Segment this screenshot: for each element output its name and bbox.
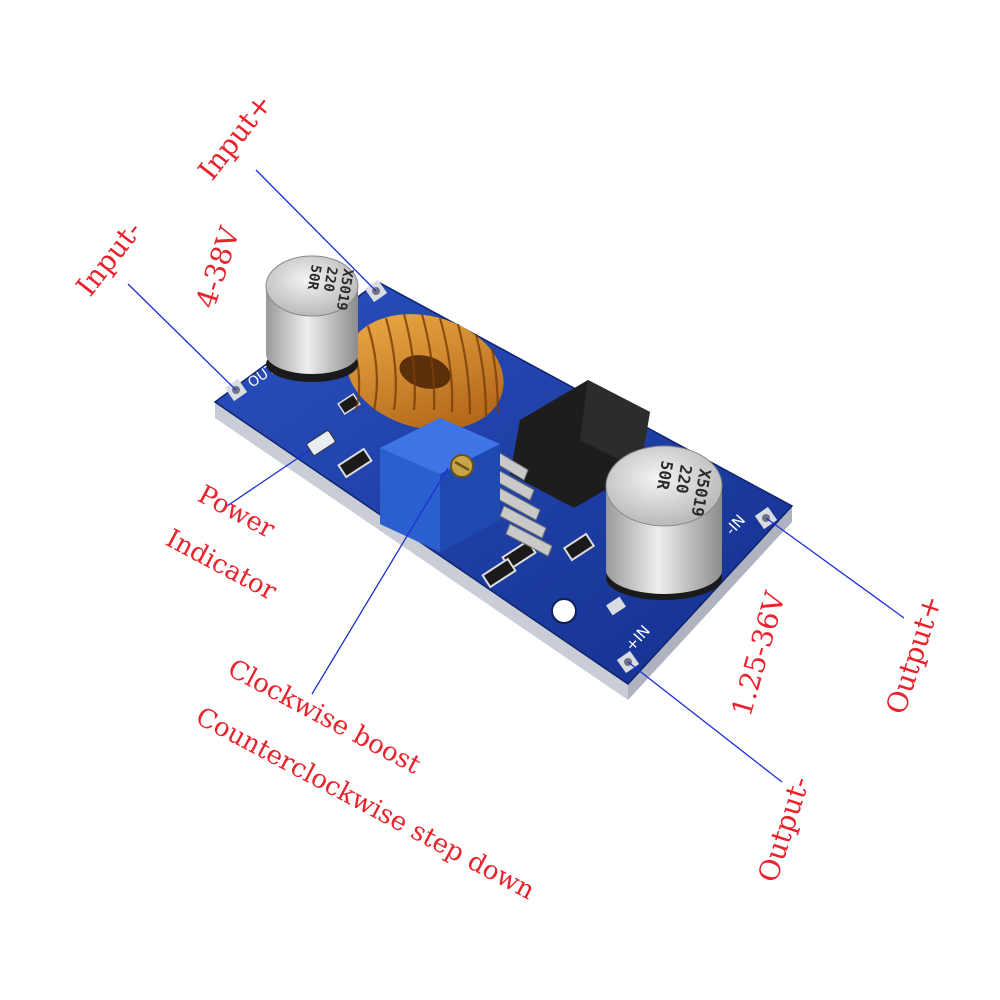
leader-power-indicator [223, 449, 311, 509]
cap-left-text-2: 220 [320, 265, 340, 293]
power-led [306, 430, 336, 456]
label-output-plus: Output+ [879, 591, 948, 718]
pcb-edge-right [628, 506, 792, 700]
label-input-plus: Input+ [192, 87, 279, 186]
cap-right-text-3: 50R [653, 459, 677, 491]
leader-input-plus [255, 169, 377, 292]
smd-cap-small [337, 393, 361, 415]
capacitor-right: X5019 220 50R [605, 445, 723, 600]
leader-input-minus [127, 283, 237, 391]
label-input-range: 4-38V [189, 222, 246, 312]
label-output-minus: Output- [751, 772, 816, 886]
smd-resistor-3 [481, 557, 517, 589]
cap-right-text-2: 220 [672, 463, 696, 495]
leader-output-minus [627, 661, 783, 783]
label-output-range: 1.25-36V [725, 587, 792, 720]
mounting-hole [551, 598, 577, 624]
label-input-minus: Input- [70, 214, 149, 302]
cap-left-text-3: 50R [304, 263, 324, 291]
capacitor-left: X5019 220 50R [265, 255, 359, 382]
smd-cap-small-2 [606, 596, 626, 616]
cap-left-text-1: X5019 [333, 267, 356, 311]
inductor-coil [346, 313, 504, 430]
smd-diode [562, 532, 596, 562]
leader-potentiometer [311, 467, 449, 695]
smd-resistor-1 [337, 447, 373, 479]
leader-output-plus [765, 517, 905, 619]
pcb-edge [215, 402, 628, 700]
potentiometer [380, 418, 500, 552]
label-power: Power [193, 480, 280, 545]
